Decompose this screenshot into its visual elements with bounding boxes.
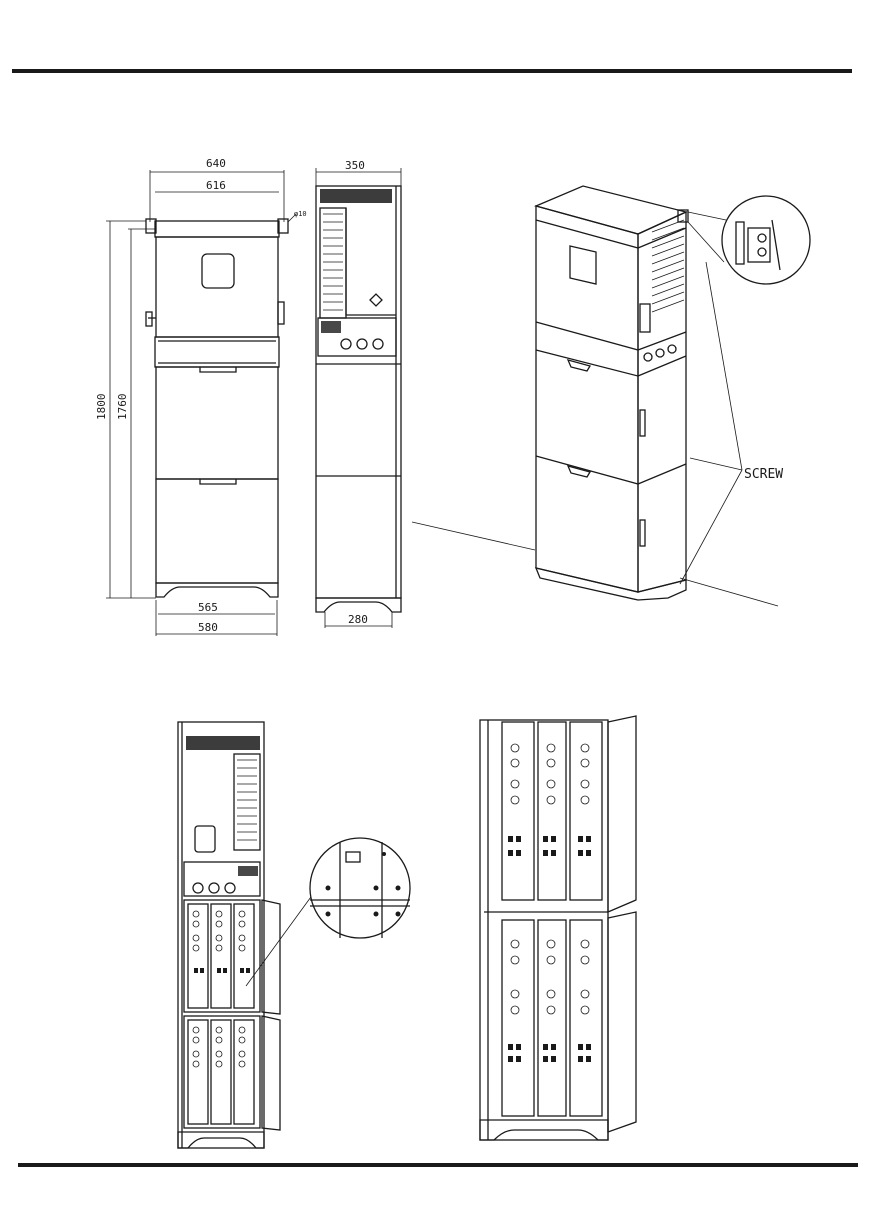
dim-1800-label: 1800 — [95, 394, 108, 421]
dim-1760-label: 1760 — [116, 394, 129, 421]
front-view: 640 616 φ10 1800 1760 — [95, 157, 307, 636]
iso-view: SCREW — [412, 186, 810, 606]
dim-350-label: 350 — [345, 159, 365, 172]
dim-616-label: 616 — [206, 179, 226, 192]
screw-label: SCREW — [744, 467, 783, 482]
dim-280-label: 280 — [348, 613, 368, 626]
dim-580-label: 580 — [198, 621, 218, 634]
open-cabinet-right — [480, 716, 636, 1140]
side-view: 350 280 — [316, 159, 401, 628]
open-cabinet-left — [178, 722, 410, 1148]
dim-640-label: 640 — [206, 157, 226, 170]
bolt-callout: φ10 — [294, 210, 307, 218]
dim-565-label: 565 — [198, 601, 218, 614]
